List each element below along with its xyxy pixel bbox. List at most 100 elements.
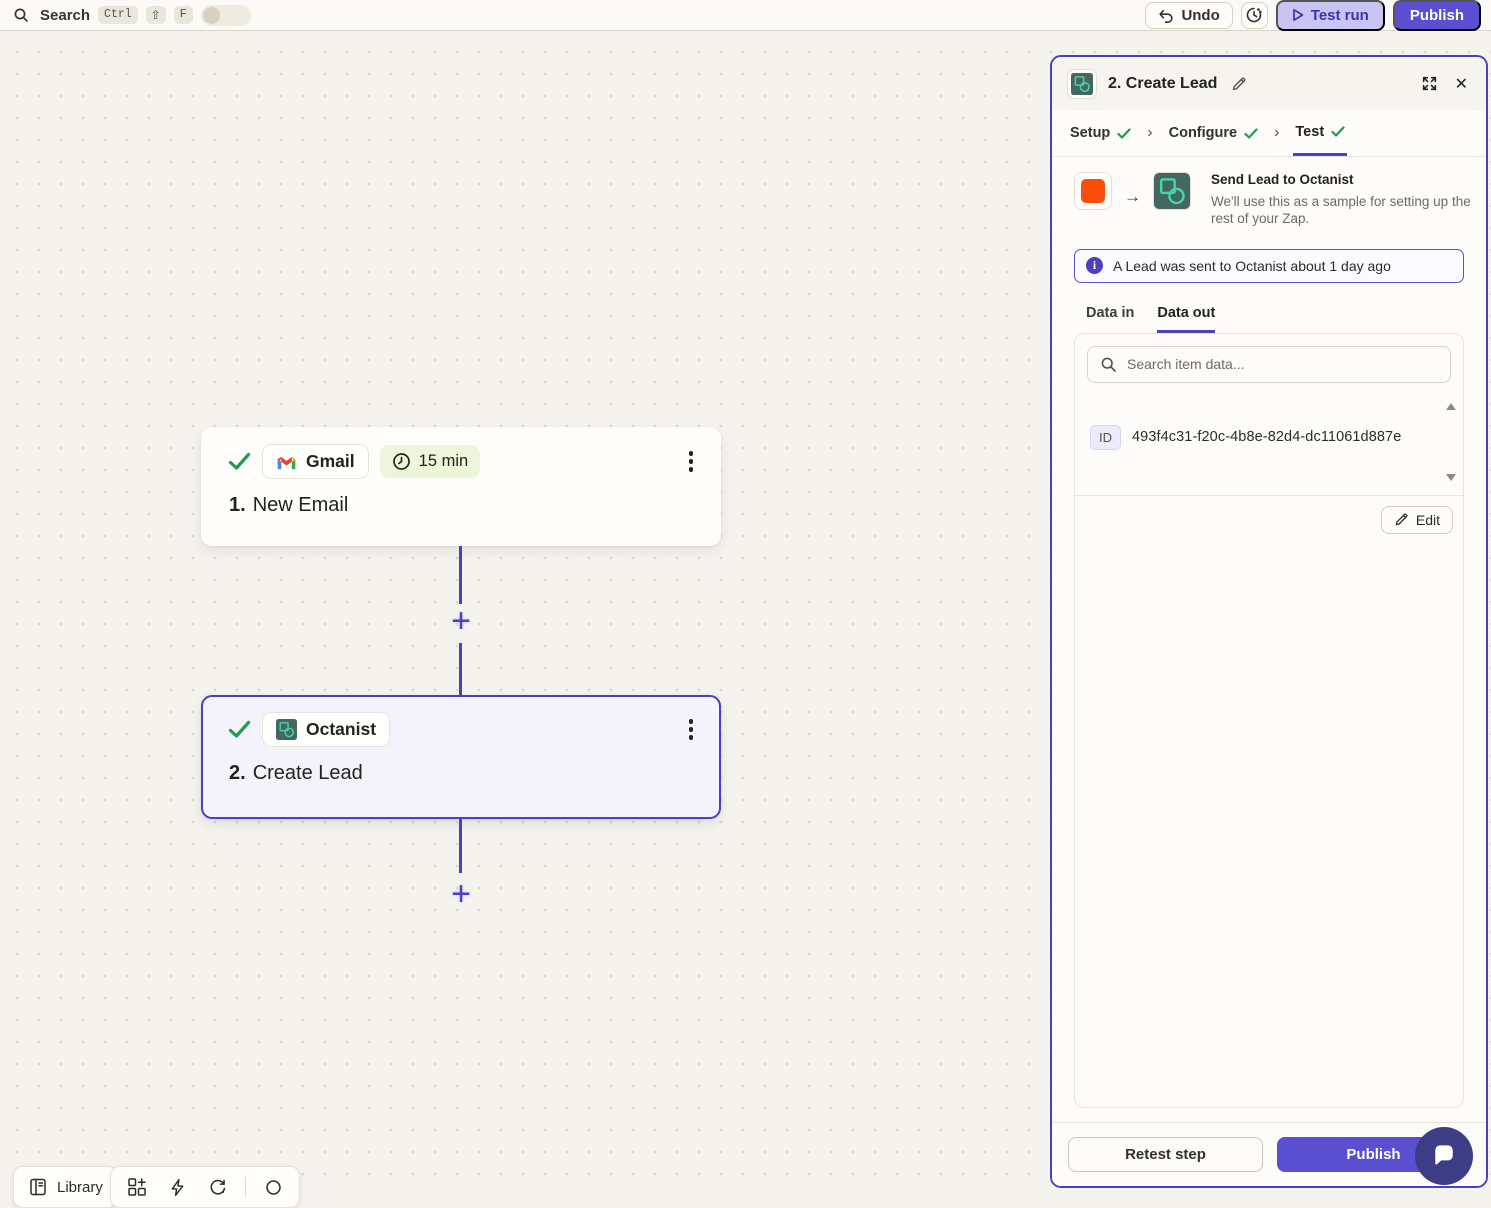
item-data-search-input[interactable] <box>1127 356 1438 373</box>
step2-menu-kebab-icon[interactable] <box>685 715 698 744</box>
crumb-test-label: Test <box>1295 123 1325 140</box>
crumb-setup[interactable]: Setup <box>1068 110 1133 156</box>
field-value: 493f4c31-f20c-4b8e-82d4-dc11061d887e <box>1132 429 1402 446</box>
item-data-search[interactable] <box>1087 345 1451 383</box>
kbd-shift: ⇧ <box>145 6 166 24</box>
toggle-knob <box>202 6 220 24</box>
data-tabs: Data in Data out <box>1074 305 1464 333</box>
data-scrollbar[interactable] <box>1444 402 1458 481</box>
field-key-badge: ID <box>1090 424 1121 450</box>
panel-title: 2. Create Lead <box>1108 74 1218 92</box>
octanist-icon <box>276 719 297 740</box>
polling-interval-badge[interactable]: 15 min <box>379 445 481 478</box>
success-check-icon <box>228 452 251 471</box>
crumb-test[interactable]: Test <box>1293 110 1348 156</box>
octanist-icon <box>1071 72 1093 95</box>
chevron-right-icon: › <box>1274 124 1280 141</box>
library-label: Library <box>57 1178 103 1196</box>
test-result-banner: i A Lead was sent to Octanist about 1 da… <box>1074 248 1464 283</box>
book-icon <box>28 1177 48 1197</box>
connector-line <box>459 546 462 604</box>
step-card-create-lead[interactable]: Octanist 2. Create Lead <box>201 695 721 819</box>
library-button[interactable]: Library <box>13 1166 118 1208</box>
canvas-toolbar <box>110 1166 300 1208</box>
scroll-down-icon[interactable] <box>1446 473 1456 481</box>
tab-data-out[interactable]: Data out <box>1157 305 1216 333</box>
data-field-row[interactable]: ID 493f4c31-f20c-4b8e-82d4-dc11061d887e <box>1090 424 1429 450</box>
search-icon <box>10 4 32 26</box>
success-check-icon <box>228 720 251 739</box>
app-pill-octanist[interactable]: Octanist <box>262 712 391 747</box>
view-toggle[interactable] <box>200 4 251 26</box>
divider <box>1075 494 1463 496</box>
history-button[interactable] <box>1240 1 1268 29</box>
step-config-panel: 2. Create Lead ✕ Setup › Configure › <box>1050 55 1488 1188</box>
publish-top-label: Publish <box>1409 6 1464 24</box>
app-pill-gmail[interactable]: Gmail <box>262 444 369 479</box>
expand-panel-icon[interactable] <box>1418 72 1441 95</box>
edit-button-label: Edit <box>1415 511 1440 528</box>
data-out-card: ID 493f4c31-f20c-4b8e-82d4-dc11061d887e <box>1074 332 1464 1108</box>
panel-footer: Retest step Publish <box>1052 1122 1486 1186</box>
close-panel-icon[interactable]: ✕ <box>1454 75 1468 93</box>
add-step-button-1[interactable]: + <box>451 602 471 640</box>
sample-summary: → Send Lead to Octanist We'll use this a… <box>1074 172 1471 228</box>
trigger-app-icon <box>1081 179 1105 203</box>
data-out-list: ID 493f4c31-f20c-4b8e-82d4-dc11061d887e <box>1075 395 1463 495</box>
add-node-grid-icon[interactable] <box>124 1174 150 1200</box>
step2-title: 2. Create Lead <box>228 762 697 785</box>
kbd-ctrl: Ctrl <box>98 6 138 24</box>
pencil-icon <box>1394 512 1409 527</box>
search-control[interactable]: Search Ctrl ⇧ F <box>10 4 193 26</box>
publish-button-top[interactable]: Publish <box>1392 0 1481 31</box>
panel-body: → Send Lead to Octanist We'll use this a… <box>1052 157 1486 1122</box>
step-card-new-email[interactable]: Gmail 15 min 1. New Email <box>201 427 721 546</box>
tab-data-in[interactable]: Data in <box>1086 304 1135 321</box>
crumb-configure-label: Configure <box>1168 125 1238 141</box>
crumb-setup-label: Setup <box>1070 125 1111 141</box>
undo-label: Undo <box>1181 6 1220 24</box>
undo-button[interactable]: Undo <box>1145 1 1233 29</box>
rename-pencil-icon[interactable] <box>1228 73 1250 95</box>
circle-status-icon[interactable] <box>261 1175 286 1200</box>
scroll-up-icon[interactable] <box>1446 402 1456 410</box>
app-pill-gmail-label: Gmail <box>306 451 355 471</box>
test-run-button[interactable]: Test run <box>1275 0 1385 31</box>
info-icon: i <box>1086 257 1103 275</box>
add-step-button-2[interactable]: + <box>451 875 471 913</box>
lightning-bolt-icon[interactable] <box>165 1175 190 1200</box>
retest-step-button[interactable]: Retest step <box>1068 1137 1263 1172</box>
undo-icon <box>1158 8 1174 23</box>
connector-line <box>459 643 462 695</box>
edit-button[interactable]: Edit <box>1380 505 1453 534</box>
step1-name: New Email <box>252 494 349 516</box>
connector-line <box>459 819 462 873</box>
check-icon <box>1244 127 1258 139</box>
history-clock-icon <box>1245 6 1263 24</box>
step1-number: 1. <box>229 494 246 516</box>
step-progress-breadcrumb: Setup › Configure › Test <box>1052 110 1486 157</box>
help-chat-button[interactable] <box>1415 1127 1473 1185</box>
sample-description: We'll use this as a sample for setting u… <box>1211 194 1471 227</box>
refresh-circle-icon[interactable] <box>205 1175 230 1200</box>
step2-name: Create Lead <box>252 762 363 784</box>
step1-title: 1. New Email <box>228 494 697 517</box>
polling-interval-label: 15 min <box>418 452 469 470</box>
test-result-text: A Lead was sent to Octanist about 1 day … <box>1113 257 1391 274</box>
trigger-app-chip <box>1074 172 1112 210</box>
clock-icon <box>392 452 411 471</box>
step2-number: 2. <box>229 762 246 784</box>
speech-bubble-icon <box>1429 1141 1459 1171</box>
chevron-right-icon: › <box>1147 124 1153 141</box>
panel-header: 2. Create Lead ✕ <box>1052 57 1486 110</box>
check-icon <box>1331 126 1345 137</box>
arrow-right-icon: → <box>1124 186 1141 206</box>
top-bar: Search Ctrl ⇧ F Undo <box>0 0 1491 31</box>
search-label: Search <box>40 6 91 24</box>
play-icon <box>1292 8 1304 22</box>
crumb-configure[interactable]: Configure <box>1167 110 1260 156</box>
octanist-app-chip <box>1067 68 1097 99</box>
test-run-label: Test run <box>1310 6 1369 24</box>
step1-menu-kebab-icon[interactable] <box>685 447 698 476</box>
sample-heading: Send Lead to Octanist <box>1211 172 1354 187</box>
